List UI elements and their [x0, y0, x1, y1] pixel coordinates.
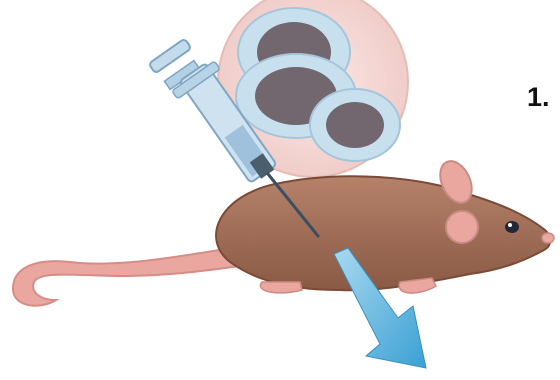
mouse-tail	[13, 248, 240, 306]
mouse-foot-back	[260, 282, 302, 293]
step-number-label: 1.	[527, 84, 550, 111]
mouse-ear	[446, 211, 478, 243]
mouse-eye	[505, 221, 519, 233]
mouse-nose	[542, 233, 554, 243]
mouse-icon	[216, 156, 554, 293]
